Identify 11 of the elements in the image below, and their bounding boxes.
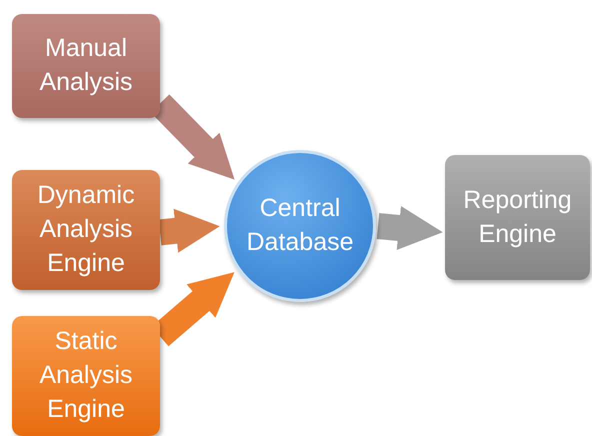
process-box: [12, 170, 160, 290]
process-box: [12, 14, 160, 118]
node-label: Central Database: [245, 193, 355, 258]
process-box: [12, 316, 160, 436]
node-label: Static Analysis Engine: [38, 326, 134, 425]
block-arrow: [158, 208, 220, 253]
node-label: Manual Analysis: [38, 33, 134, 98]
node-label: Reporting Engine: [462, 184, 573, 250]
block-arrow: [376, 206, 443, 250]
process-box: [445, 155, 590, 280]
node-label: Dynamic Analysis Engine: [36, 180, 136, 279]
